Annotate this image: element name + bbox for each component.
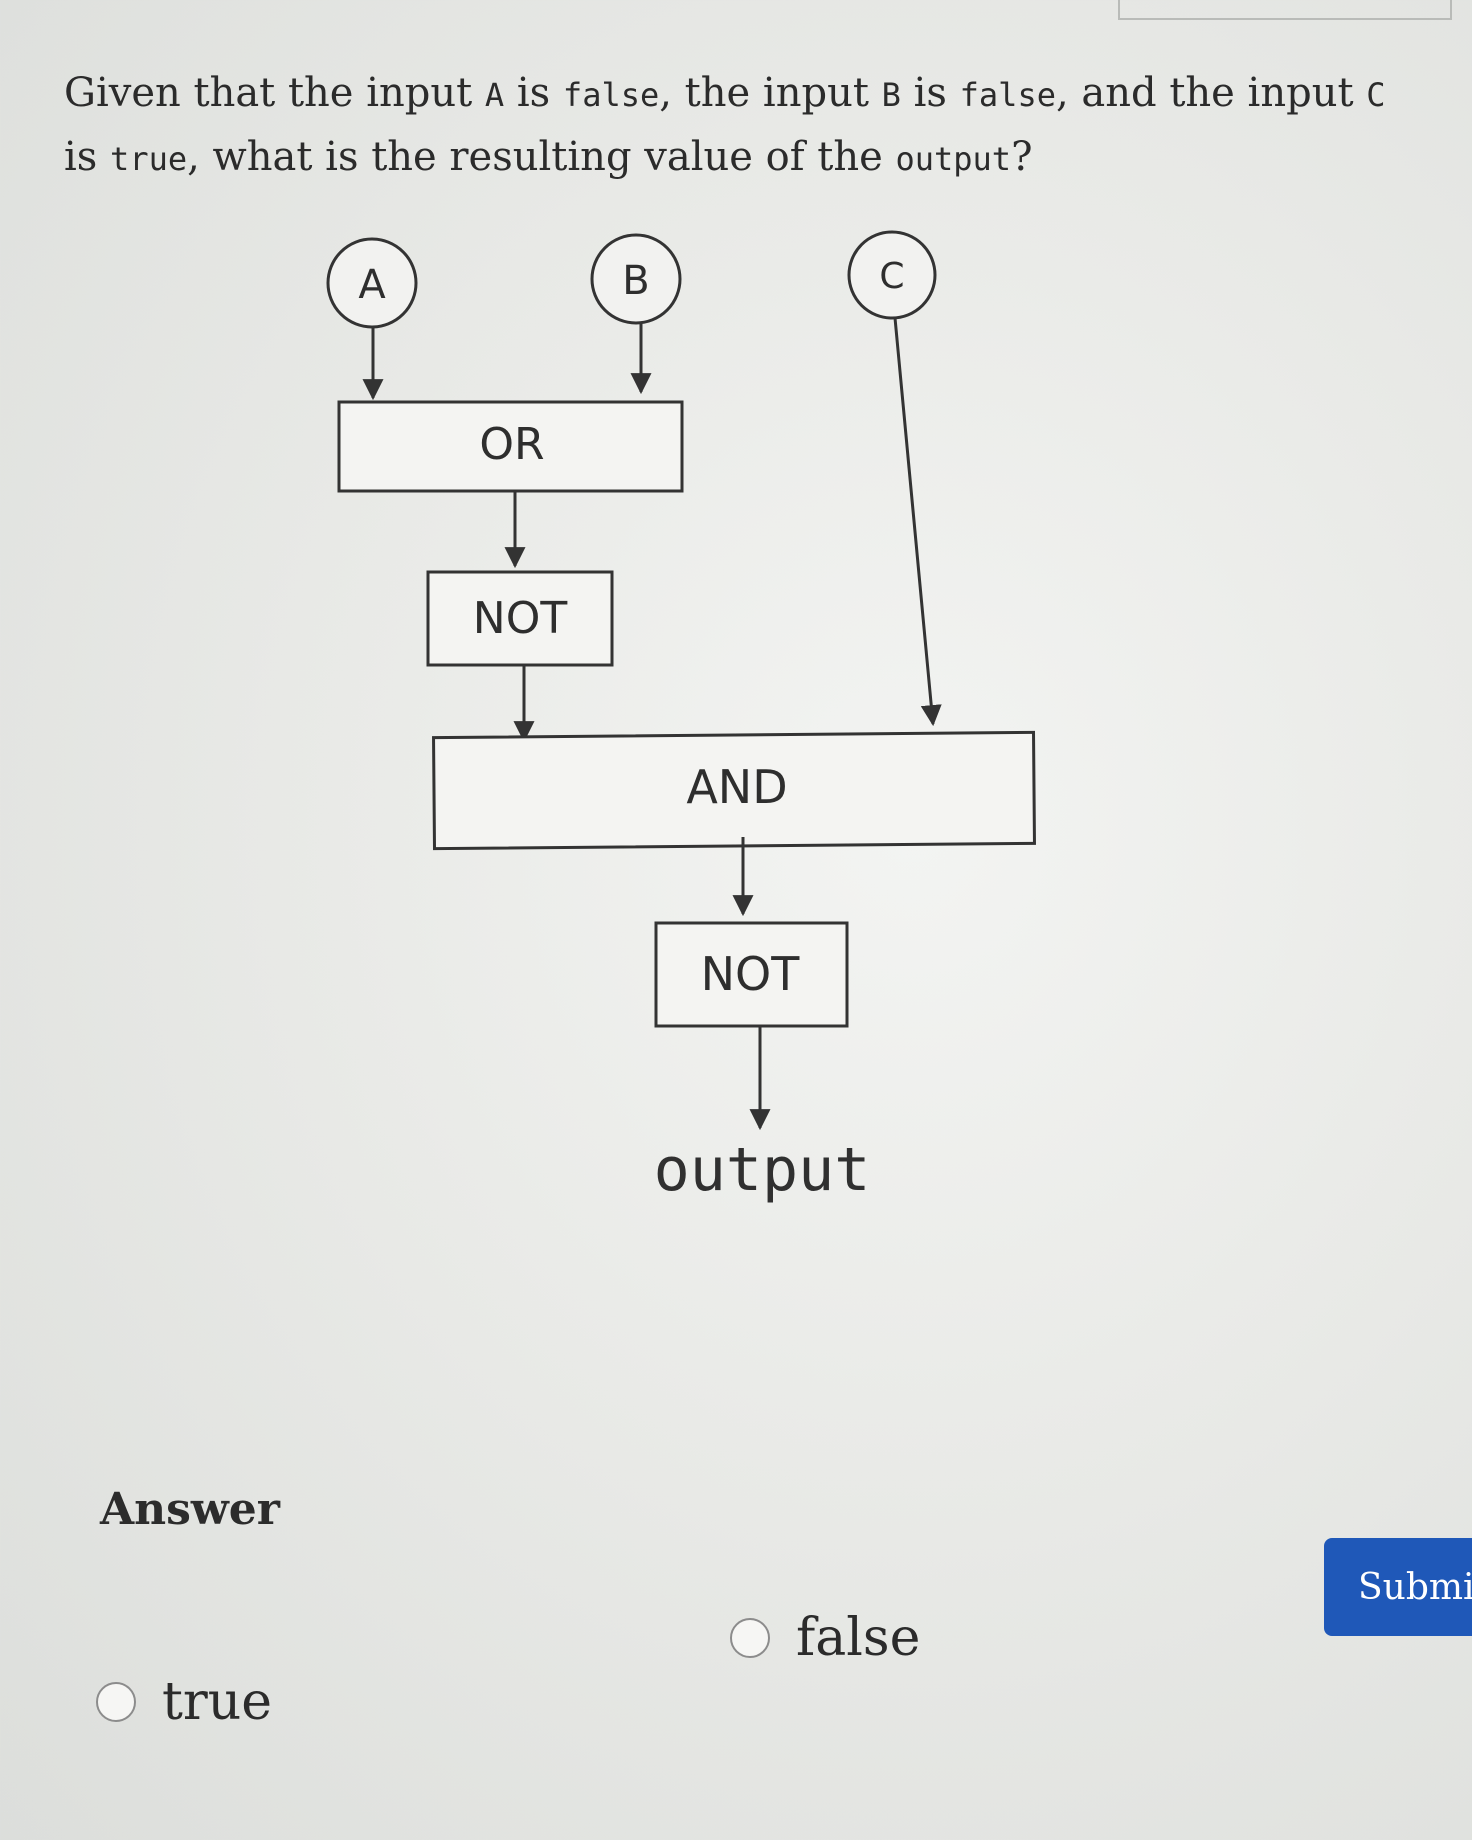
not-gate-2: NOT [654, 921, 849, 1028]
radio-true[interactable] [96, 1682, 136, 1722]
top-edge-element [1118, 0, 1452, 20]
arrow-c-to-and [893, 317, 942, 727]
question-text: Given that the input A is false, the inp… [64, 62, 1424, 190]
answer-heading: Answer [100, 1484, 280, 1535]
input-c-reference: C [1366, 76, 1386, 114]
answer-option-false-label: false [796, 1608, 921, 1668]
output-reference: output [895, 140, 1012, 178]
output-label: output [654, 1135, 871, 1205]
input-a-reference: A [484, 76, 505, 114]
input-node-c: C [847, 230, 937, 320]
and-gate: AND [432, 730, 1036, 851]
input-b-reference: B [881, 76, 901, 114]
and-gate-label: AND [686, 760, 787, 814]
question-text-segment: is [900, 70, 960, 116]
submit-button[interactable]: Submit [1324, 1538, 1472, 1636]
question-text-segment: , the input [659, 70, 882, 116]
question-text-segment: Given that the input [64, 70, 485, 116]
question-text-segment: , and the input [1055, 70, 1367, 116]
question-text-segment: , what is the resulting value of the [187, 134, 896, 180]
input-a-value: false [562, 76, 660, 114]
question-text-segment: ? [1011, 134, 1033, 180]
input-label-b: B [622, 258, 649, 304]
not-gate-1-label: NOT [473, 593, 568, 644]
question-text-segment: is [504, 70, 563, 116]
input-label-a: A [358, 262, 386, 308]
radio-false[interactable] [730, 1618, 770, 1658]
or-gate: OR [337, 400, 684, 493]
input-node-b: B [590, 233, 682, 325]
answer-option-true[interactable]: true [96, 1672, 272, 1732]
input-c-value: true [110, 140, 188, 178]
input-label-c: C [879, 256, 904, 297]
question-text-segment: is [64, 134, 111, 180]
input-node-a: A [326, 237, 418, 329]
or-gate-label: OR [479, 419, 544, 470]
not-gate-2-label: NOT [701, 947, 801, 1001]
answer-option-false[interactable]: false [730, 1608, 920, 1668]
not-gate-1: NOT [426, 570, 614, 667]
answer-option-true-label: true [162, 1672, 273, 1732]
input-b-value: false [959, 76, 1056, 114]
